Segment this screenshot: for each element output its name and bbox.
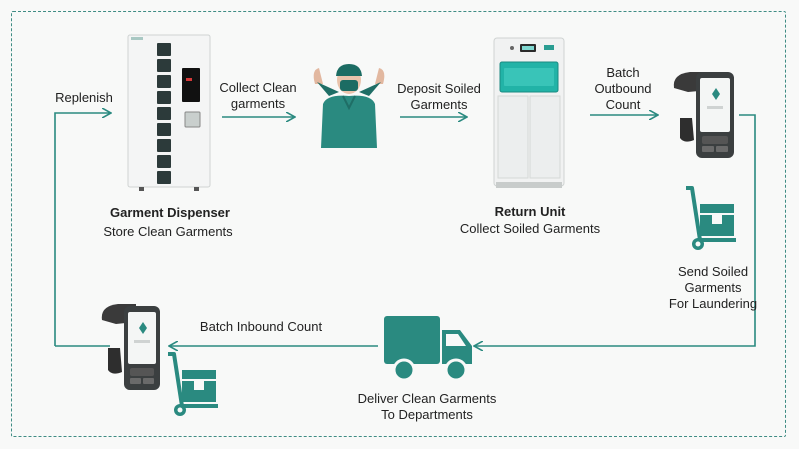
deliver-clean-label: Deliver Clean Garments To Departments bbox=[357, 391, 497, 422]
garment-dispenser-icon bbox=[127, 34, 211, 192]
batch-inbound-label: Batch Inbound Count bbox=[199, 319, 323, 334]
dispenser-subtitle: Store Clean Garments bbox=[103, 224, 233, 239]
return-unit-title: Return Unit bbox=[494, 204, 566, 219]
replenish-label: Replenish bbox=[55, 90, 113, 105]
delivery-truck-icon bbox=[382, 314, 474, 382]
hand-truck-box-icon bbox=[684, 186, 740, 252]
arrow-send-soiled bbox=[475, 114, 756, 346]
dispenser-title: Garment Dispenser bbox=[110, 205, 230, 220]
send-soiled-label: Send Soiled Garments For Laundering bbox=[668, 264, 758, 311]
handheld-scanner-icon bbox=[670, 68, 738, 162]
return-unit-subtitle: Collect Soiled Garments bbox=[459, 221, 601, 236]
diagram-frame bbox=[11, 11, 786, 437]
arrow-replenish bbox=[54, 113, 110, 346]
staff-in-scrubs-icon bbox=[307, 62, 391, 148]
batch-outbound-label: Batch Outbound Count bbox=[594, 65, 652, 112]
collect-clean-label: Collect Clean garments bbox=[219, 80, 297, 111]
hand-truck-box-icon bbox=[166, 352, 222, 418]
handheld-scanner-icon bbox=[100, 302, 164, 394]
deposit-soiled-label: Deposit Soiled Garments bbox=[397, 81, 481, 112]
return-unit-icon bbox=[492, 34, 566, 190]
